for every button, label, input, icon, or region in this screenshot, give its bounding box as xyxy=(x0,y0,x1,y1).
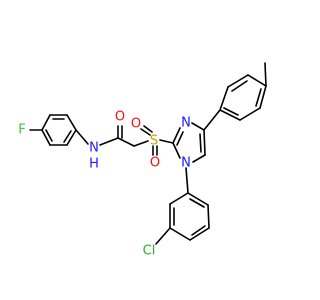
bond xyxy=(66,129,77,146)
bond xyxy=(203,109,221,131)
bond xyxy=(207,204,210,229)
bond-double xyxy=(176,131,184,146)
bond-double xyxy=(45,129,53,142)
amide-nitrogen-label: N xyxy=(89,141,99,156)
bond xyxy=(41,114,51,131)
sulfur-label: S xyxy=(150,134,158,149)
bond xyxy=(239,107,261,121)
bond-double xyxy=(199,133,202,153)
structure-svg: F N H O S O O N N Cl xyxy=(18,62,267,259)
bond-double xyxy=(231,80,248,92)
bond xyxy=(189,227,210,241)
bond xyxy=(219,86,229,111)
bond xyxy=(227,74,249,88)
bond xyxy=(172,127,181,144)
bond xyxy=(66,114,77,131)
chlorine-label: Cl xyxy=(143,244,156,259)
bond xyxy=(203,129,206,156)
molecule-diagram: F N H O S O O N N Cl xyxy=(18,62,267,259)
bond xyxy=(264,62,267,87)
bond-double xyxy=(255,88,262,107)
bonds xyxy=(29,62,267,245)
bond xyxy=(41,129,51,146)
bond xyxy=(169,192,189,205)
bond xyxy=(192,154,206,163)
bond xyxy=(191,122,205,131)
carbonyl-oxygen-label: O xyxy=(115,110,125,125)
bond xyxy=(247,74,267,87)
imidazole-n3-label: N xyxy=(181,116,191,131)
bond xyxy=(159,139,174,144)
bond xyxy=(185,167,189,194)
bond-double xyxy=(191,225,206,236)
bond-double xyxy=(143,125,153,133)
amide-hydrogen-label: H xyxy=(89,157,99,172)
bond xyxy=(75,129,89,145)
bond-double xyxy=(63,130,72,143)
bond-double xyxy=(189,198,205,208)
fluorine-label: F xyxy=(18,123,25,138)
sulfonyl-oxygen-left-label: O xyxy=(131,117,141,132)
bond xyxy=(117,137,135,147)
imidazole-n1-label: N xyxy=(181,156,191,171)
bond xyxy=(133,140,149,147)
bond xyxy=(140,128,151,136)
bond xyxy=(169,227,191,241)
sulfonyl-oxygen-bottom-label: O xyxy=(150,156,160,171)
bond-double xyxy=(223,107,239,116)
bond xyxy=(259,85,267,109)
bond xyxy=(187,192,209,206)
bond xyxy=(172,142,181,159)
bond xyxy=(99,137,119,146)
bond xyxy=(155,227,171,245)
atom-labels: F N H O S O O N N Cl xyxy=(18,110,191,259)
bond xyxy=(219,109,241,121)
